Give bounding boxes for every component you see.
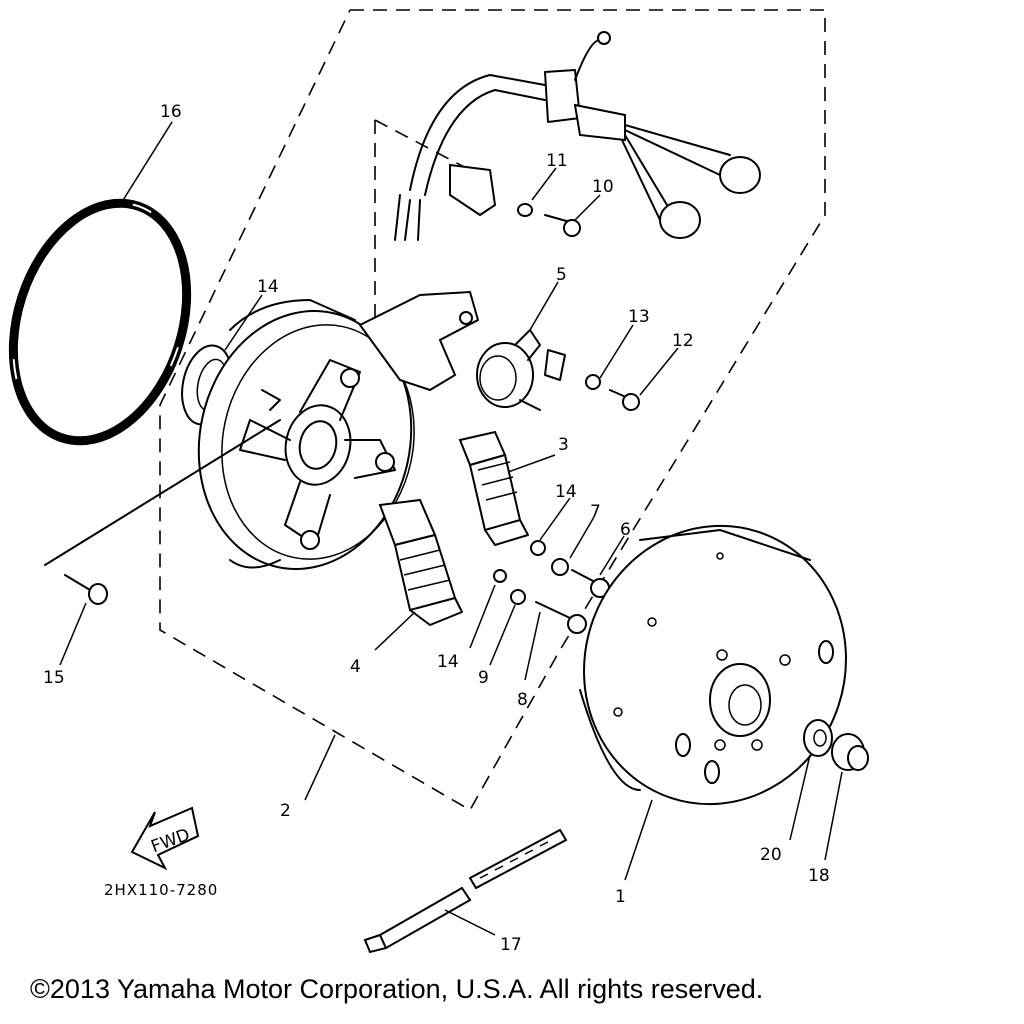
callout-20: 20 (760, 845, 782, 865)
wire-harness (394, 31, 761, 241)
callout-13: 13 (628, 307, 650, 327)
callout-15: 14 (257, 277, 279, 297)
lighting-coil-part-4 (378, 498, 463, 626)
callout-2: 2 (280, 801, 291, 821)
callout-9: 9 (478, 668, 489, 688)
callout-leader-lines (59, 121, 843, 936)
callout-16: 15 (43, 668, 65, 688)
screw-part-6 (551, 558, 610, 598)
callout-6: 6 (620, 520, 631, 540)
callout-7: 7 (590, 502, 601, 522)
flywheel-rotor-part-1 (579, 524, 847, 806)
screw-part-12 (585, 374, 640, 411)
callout-labels: 16 14 5 13 12 11 10 3 14 7 6 4 14 9 8 2 … (43, 102, 830, 955)
callout-18: 17 (500, 935, 522, 955)
callout-10: 10 (592, 177, 614, 197)
callout-19: 18 (808, 866, 830, 886)
nut-part-19 (831, 733, 869, 771)
cable-tie-part-18 (363, 828, 568, 954)
callout-3: 3 (558, 435, 569, 455)
pickup-coil-part-5 (358, 290, 566, 411)
callout-5: 5 (556, 265, 567, 285)
stator-base-plate (197, 299, 415, 571)
callout-17: 16 (160, 102, 182, 122)
source-coil-part-3 (458, 430, 529, 546)
screw-part-10 (517, 203, 581, 237)
screw-part-8 (510, 589, 587, 634)
diagram-code: 2HX110-7280 (104, 881, 218, 899)
callout-4: 4 (350, 657, 361, 677)
callout-14-upper: 14 (555, 482, 577, 502)
washer-part-20 (803, 719, 833, 757)
washer-part-14-upper (530, 540, 546, 556)
wire-clamp (449, 163, 497, 217)
screw-part-16 (44, 419, 281, 605)
copyright-notice: ©2013 Yamaha Motor Corporation, U.S.A. A… (30, 974, 764, 1004)
callout-8: 8 (517, 690, 528, 710)
callout-12: 12 (672, 331, 694, 351)
callout-11: 11 (546, 151, 568, 171)
o-ring-part-17 (8, 198, 192, 446)
fwd-arrow: FWD (130, 806, 200, 871)
callout-1: 1 (615, 887, 626, 907)
callout-14-lower: 14 (437, 652, 459, 672)
washer-part-14-lower (493, 569, 507, 583)
